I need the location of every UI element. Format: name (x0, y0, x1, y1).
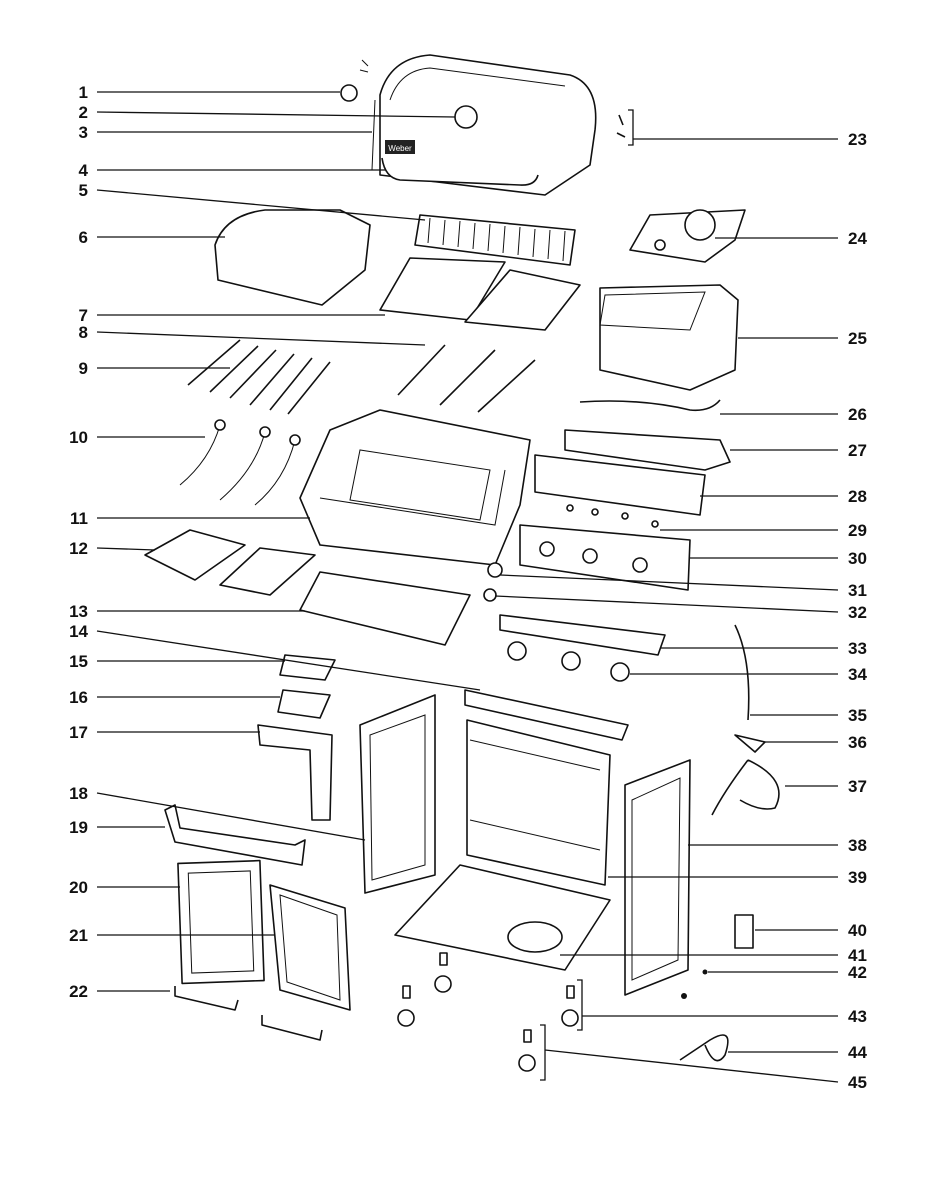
crossover-tube (579, 399, 721, 412)
cookbox (299, 409, 531, 566)
callout-43: 43 (848, 1007, 867, 1026)
drip-pan-liner (279, 654, 336, 681)
knob-icon (507, 641, 527, 661)
leader-lines (96, 91, 839, 1083)
igniter-module-icon (483, 588, 497, 602)
callout-31: 31 (848, 581, 867, 600)
callout-1: 1 (79, 83, 88, 102)
callout-4: 4 (79, 161, 89, 180)
knob-icon (610, 662, 630, 682)
door-handle-right (261, 1015, 323, 1041)
callout-22: 22 (69, 982, 88, 1001)
callout-42: 42 (848, 963, 867, 982)
side-table-right (599, 284, 739, 391)
knob-icon (561, 651, 581, 671)
callout-39: 39 (848, 868, 867, 887)
heat-deflectors (144, 529, 316, 596)
flavorizer-bars (187, 339, 331, 415)
casters (397, 952, 579, 1072)
igniter-module-box (734, 914, 754, 949)
callout-14: 14 (69, 622, 88, 641)
rear-frame-bar (464, 689, 629, 741)
callout-33: 33 (848, 639, 867, 658)
callout-41: 41 (848, 946, 867, 965)
cooking-grates (379, 257, 581, 331)
callout-45: 45 (848, 1073, 867, 1092)
callout-10: 10 (69, 428, 88, 447)
callout-30: 30 (848, 549, 867, 568)
igniter-wires (179, 419, 301, 506)
callout-20: 20 (69, 878, 88, 897)
rear-panel (466, 719, 611, 886)
catch-pan-holder (257, 724, 333, 821)
callout-23: 23 (848, 130, 867, 149)
screw-icon (681, 993, 687, 999)
callout-38: 38 (848, 836, 867, 855)
callout-25: 25 (848, 329, 867, 348)
callout-9: 9 (79, 359, 88, 378)
igniter-button-icon (487, 562, 503, 578)
regulator-bracket (734, 734, 766, 753)
callout-15: 15 (69, 652, 88, 671)
callout-2: 2 (79, 103, 88, 122)
callout-5: 5 (79, 181, 88, 200)
callout-11: 11 (70, 509, 88, 528)
right-door (269, 884, 351, 1011)
bezel-icon (340, 84, 358, 102)
callout-17: 17 (69, 723, 88, 742)
callout-21: 21 (69, 926, 88, 945)
side-table-left (214, 209, 371, 306)
callout-40: 40 (848, 921, 867, 940)
igniter-wire (679, 1034, 729, 1062)
bottom-tray (299, 571, 471, 646)
side-burner (629, 209, 746, 263)
callout-19: 19 (69, 818, 88, 837)
callout-13: 13 (69, 602, 88, 621)
control-bracket (499, 614, 666, 656)
callout-34: 34 (848, 665, 867, 684)
logo-badge (385, 140, 415, 154)
callout-7: 7 (79, 306, 88, 325)
callout-16: 16 (69, 688, 88, 707)
callout-37: 37 (848, 777, 867, 796)
callout-26: 26 (848, 405, 867, 424)
callout-36: 36 (848, 733, 867, 752)
callout-18: 18 (69, 784, 88, 803)
left-frame-panel (359, 694, 436, 894)
callout-24: 24 (848, 229, 867, 248)
valve-manifold (534, 454, 706, 516)
screws-icon (616, 114, 626, 138)
bottom-shelf (394, 864, 611, 971)
callout-12: 12 (69, 539, 88, 558)
door-bracket (164, 804, 306, 866)
door-handle-left (174, 986, 239, 1011)
callout-3: 3 (79, 123, 88, 142)
manifold (564, 429, 731, 471)
callout-44: 44 (848, 1043, 867, 1062)
callout-32: 32 (848, 603, 867, 622)
lid: Weber (371, 54, 597, 196)
warming-rack (414, 214, 576, 266)
callout-28: 28 (848, 487, 867, 506)
callout-27: 27 (848, 441, 867, 460)
left-door (177, 859, 265, 985)
control-panel (519, 524, 691, 591)
screw-icon (702, 969, 708, 975)
svg-text:Weber: Weber (388, 144, 412, 153)
regulator-hose (711, 759, 780, 816)
callout-35: 35 (848, 706, 867, 725)
callout-8: 8 (79, 323, 88, 342)
fuel-hose (734, 624, 750, 721)
lid-handle (381, 157, 539, 186)
callout-numbers: 1 2 3 4 5 6 7 8 9 10 11 12 13 14 15 16 1… (69, 83, 867, 1092)
thermometer-icon (454, 105, 478, 129)
callout-6: 6 (79, 228, 88, 247)
burner-tubes (397, 344, 536, 413)
valve-tips (566, 504, 659, 528)
callout-29: 29 (848, 521, 867, 540)
catch-pan (277, 689, 331, 719)
